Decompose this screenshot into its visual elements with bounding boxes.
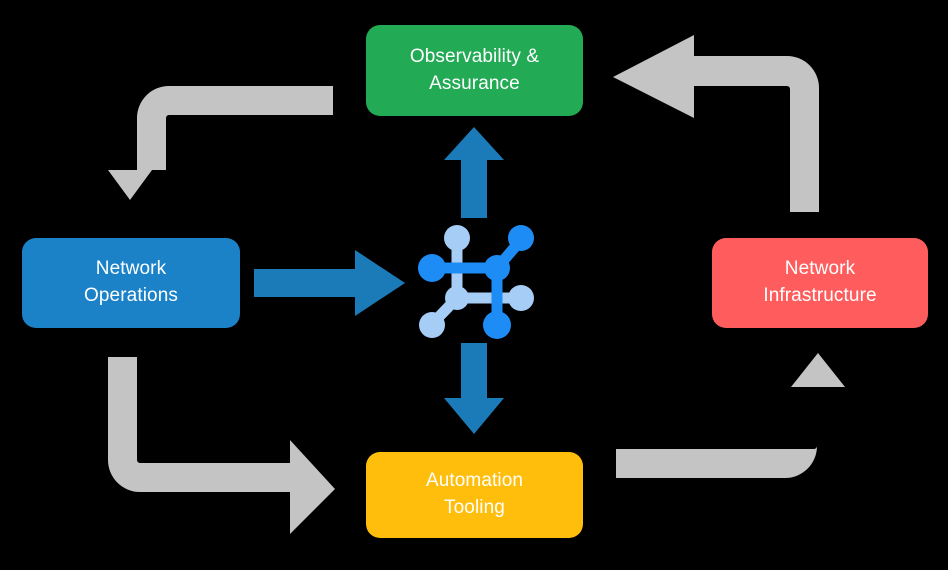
node-network-operations[interactable]: Network Operations bbox=[22, 238, 240, 328]
arrow-automation-to-infrastructure bbox=[616, 353, 845, 478]
node-automation-label: Automation Tooling bbox=[425, 470, 524, 518]
arrow-infrastructure-to-observability bbox=[613, 35, 819, 212]
arrow-center-to-automation bbox=[444, 343, 504, 434]
node-observability-label: Observability & Assurance bbox=[409, 45, 540, 94]
node-observability-and-assurance[interactable]: Observability & Assurance bbox=[366, 25, 583, 116]
topology-links-primary bbox=[428, 234, 527, 330]
arrow-operations-to-automation bbox=[108, 357, 335, 534]
topology-nodes-primary bbox=[418, 225, 534, 339]
arrow-operations-to-center bbox=[254, 250, 405, 316]
node-automation-tooling[interactable]: Automation Tooling bbox=[366, 452, 583, 538]
arrow-observability-to-operations bbox=[108, 56, 333, 200]
node-operations-label: Network Operations bbox=[84, 258, 178, 306]
node-infrastructure-label: Network Infrastructure bbox=[763, 258, 877, 306]
topology-nodes-secondary bbox=[419, 225, 534, 338]
node-network-infrastructure[interactable]: Network Infrastructure bbox=[712, 238, 928, 328]
topology-links-secondary bbox=[428, 230, 526, 328]
arrow-center-to-observability bbox=[444, 127, 504, 218]
